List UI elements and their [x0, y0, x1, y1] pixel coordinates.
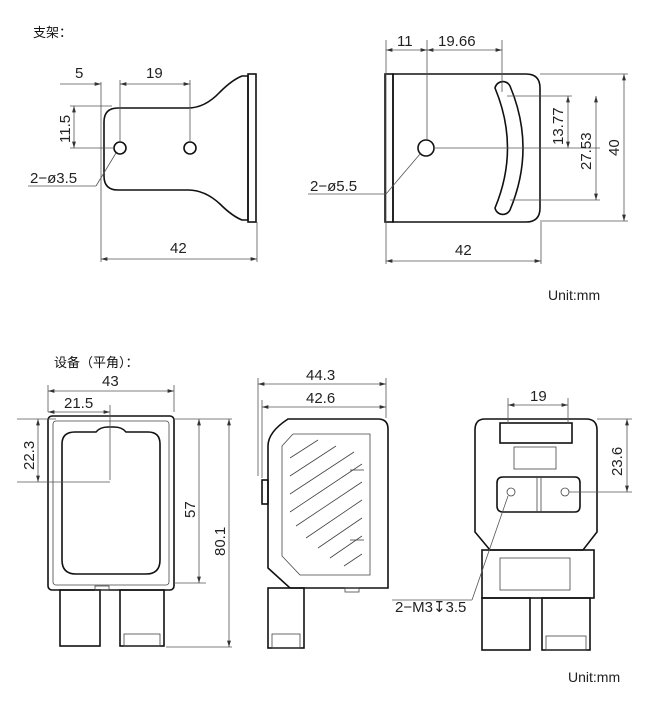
bracket-right-dim-19-66: 19.66: [438, 33, 476, 50]
device-back-dim-19: 19: [530, 388, 547, 405]
bracket-right-dim-13-77: 13.77: [550, 107, 567, 145]
device-back-dim-23-6: 23.6: [609, 447, 626, 476]
device-front-dim-22-3: 22.3: [21, 441, 38, 470]
device-front-dim-80-1: 80.1: [212, 527, 229, 556]
bracket-left-hole-label: 2−ø3.5: [30, 170, 77, 187]
device-front-dim-57: 57: [182, 501, 199, 518]
device-side-dim-44-3: 44.3: [306, 367, 335, 384]
bracket-right-dim-11: 11: [397, 33, 413, 50]
bracket-right-dim-40: 40: [606, 139, 623, 156]
bracket-right-dim-27-53: 27.53: [578, 132, 595, 170]
bracket-right-hole-label: 2−ø5.5: [310, 178, 357, 195]
device-side-dim-42-6: 42.6: [306, 390, 335, 407]
device-back-thread-label: 2−M3↧3.5: [395, 599, 466, 616]
bracket-left-dim-19: 19: [146, 65, 163, 82]
bracket-left-view: 5 19 11.5 2−ø3.5 42: [28, 65, 258, 262]
bracket-unit-label: Unit:mm: [548, 287, 600, 303]
bracket-right-dim-42: 42: [455, 242, 472, 259]
device-side-view: 44.3 42.6: [257, 367, 389, 649]
device-front-dim-21-5: 21.5: [64, 395, 93, 412]
device-front-dim-43: 43: [102, 373, 119, 390]
bracket-left-dim-5: 5: [75, 65, 83, 82]
bracket-left-dim-42: 42: [170, 240, 187, 257]
bracket-left-dim-11-5: 11.5: [57, 115, 74, 143]
device-front-view: 43 21.5 22.3 57 80.1: [17, 373, 232, 648]
device-title: 设备（平角）：: [54, 355, 139, 371]
device-unit-label: Unit:mm: [568, 669, 620, 685]
bracket-right-view: 11 19.66 13.77 27.53 40 2−ø5.5 42: [308, 33, 628, 264]
bracket-title: 支架：: [33, 26, 72, 41]
device-back-view: 19 23.6 2−M3↧3.5: [392, 388, 632, 651]
